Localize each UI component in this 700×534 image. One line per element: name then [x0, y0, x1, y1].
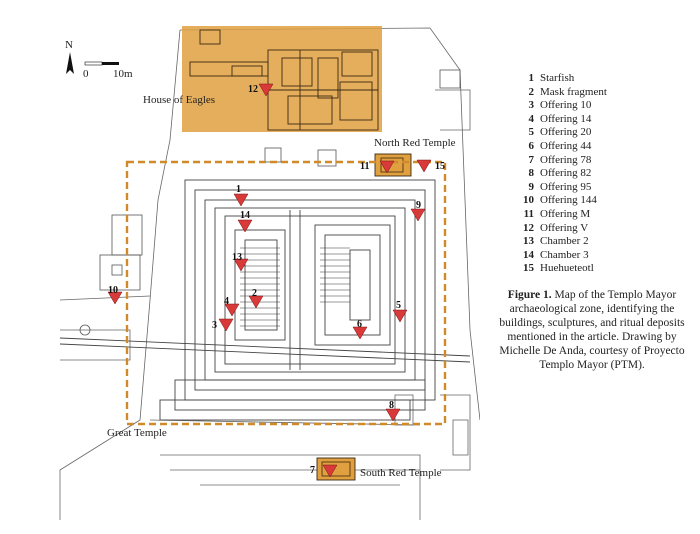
- legend-item: 3 Offering 10: [520, 99, 695, 113]
- legend-item-label: Chamber 2: [540, 235, 589, 248]
- offering-marker-label-3: 3: [212, 320, 217, 331]
- site-map: N 0 10m House of Eagles North Red Temple…: [59, 26, 480, 520]
- legend-item-number: 11: [523, 207, 534, 220]
- legend-item-number: 9: [528, 180, 535, 193]
- legend-item-number: 12: [523, 221, 534, 234]
- house-of-eagles-area: [182, 26, 382, 132]
- legend-item-label: Offering 144: [540, 194, 597, 207]
- offering-marker-9: [410, 208, 426, 222]
- offering-marker-label-14: 14: [240, 210, 250, 221]
- great-temple-label: Great Temple: [107, 427, 167, 439]
- offering-marker-15: [416, 159, 432, 173]
- offering-marker-label-15: 15: [435, 161, 445, 172]
- offering-marker-4: [224, 303, 240, 317]
- offering-marker-label-1: 1: [236, 184, 241, 195]
- south-red-temple-label: South Red Temple: [360, 467, 442, 479]
- legend-item-label: Offering 20: [540, 126, 592, 139]
- legend-item-number: 8: [528, 167, 535, 180]
- offering-marker-label-10: 10: [108, 285, 118, 296]
- legend-item-label: Mask fragment: [540, 85, 607, 98]
- legend-item: 2 Mask fragment: [520, 86, 695, 100]
- south-red-temple-area: [316, 457, 356, 481]
- scale-end-label: 10m: [113, 68, 133, 80]
- legend-item: 9 Offering 95: [520, 181, 695, 195]
- legend-item-number: 1: [528, 72, 535, 84]
- legend-item: 12 Offering V: [520, 222, 695, 236]
- offering-marker-label-13: 13: [232, 252, 242, 263]
- legend-item-number: 4: [528, 112, 535, 125]
- offering-marker-1: [233, 193, 249, 207]
- legend-item-number: 7: [528, 153, 535, 166]
- offering-marker-label-7: 7: [310, 465, 315, 476]
- legend-item-number: 10: [523, 194, 534, 207]
- north-red-temple-area: [374, 153, 412, 177]
- offering-marker-2: [248, 295, 264, 309]
- legend-item-label: Offering V: [540, 221, 589, 234]
- legend-item-number: 6: [528, 139, 535, 152]
- house-of-eagles-label: House of Eagles: [143, 94, 215, 106]
- offering-marker-label-5: 5: [396, 300, 401, 311]
- legend-item: 1 Starfish: [520, 72, 695, 86]
- north-red-temple-label: North Red Temple: [374, 137, 456, 149]
- legend-item-number: 2: [528, 85, 535, 98]
- legend-item-label: Chamber 3: [540, 248, 589, 261]
- caption-figure-label: Figure 1.: [507, 289, 552, 301]
- offering-marker-13: [233, 258, 249, 272]
- legend-item: 11 Offering M: [520, 208, 695, 222]
- legend-item-label: Offering 14: [540, 112, 592, 125]
- legend-item: 6 Offering 44: [520, 140, 695, 154]
- legend-item: 5 Offering 20: [520, 126, 695, 140]
- offering-marker-10: [107, 291, 123, 305]
- great-temple-structure: [159, 179, 436, 421]
- offering-marker-5: [392, 309, 408, 323]
- legend-item-label: Offering M: [540, 207, 591, 220]
- offering-marker-3: [218, 318, 234, 332]
- offering-marker-label-6: 6: [357, 319, 362, 330]
- north-label: N: [65, 39, 73, 51]
- legend-item-number: 5: [528, 126, 535, 139]
- road: [59, 337, 471, 363]
- legend-item-label: Offering 44: [540, 139, 592, 152]
- legend-item: 4 Offering 14: [520, 113, 695, 127]
- offering-marker-11: [379, 160, 395, 174]
- offering-marker-label-8: 8: [389, 400, 394, 411]
- legend-item: 14 Chamber 3: [520, 249, 695, 263]
- offering-marker-label-11: 11: [360, 161, 369, 172]
- legend-item-number: 13: [523, 235, 534, 248]
- legend-item: 8 Offering 82: [520, 167, 695, 181]
- legend-item-number: 3: [528, 99, 535, 112]
- great-temple-boundary: [125, 160, 447, 426]
- scale-bar: 0 10m: [83, 61, 133, 80]
- offering-marker-8: [385, 408, 401, 422]
- legend-item-label: Starfish: [540, 72, 575, 84]
- legend-item: 10 Offering 144: [520, 194, 695, 208]
- legend-item: 13 Chamber 2: [520, 235, 695, 249]
- legend-item: 7 Offering 78: [520, 154, 695, 168]
- stair-hatching: [240, 247, 350, 327]
- offering-marker-label-12: 12: [248, 84, 258, 95]
- scale-start-label: 0: [83, 68, 89, 80]
- figure-caption: Figure 1. Map of the Templo Mayor archae…: [488, 288, 696, 372]
- offering-marker-7: [322, 464, 338, 478]
- legend-item-label: Offering 95: [540, 180, 592, 193]
- legend-item-label: Huehueteotl: [540, 262, 594, 275]
- offering-marker-label-9: 9: [416, 200, 421, 211]
- offering-marker-label-4: 4: [224, 296, 229, 307]
- caption-text: Map of the Templo Mayor archaeological z…: [499, 289, 685, 371]
- legend-item: 15 Huehueteotl: [520, 262, 695, 276]
- offering-marker-12: [258, 83, 274, 97]
- legend-item-label: Offering 10: [540, 99, 592, 112]
- north-arrow: N: [65, 39, 74, 74]
- legend-item-number: 15: [523, 262, 534, 275]
- legend-item-number: 14: [523, 248, 534, 261]
- offering-marker-label-2: 2: [252, 288, 257, 299]
- offering-marker-14: [237, 219, 253, 233]
- legend-item-label: Offering 82: [540, 167, 592, 180]
- legend-item-label: Offering 78: [540, 153, 592, 166]
- offering-marker-6: [352, 326, 368, 340]
